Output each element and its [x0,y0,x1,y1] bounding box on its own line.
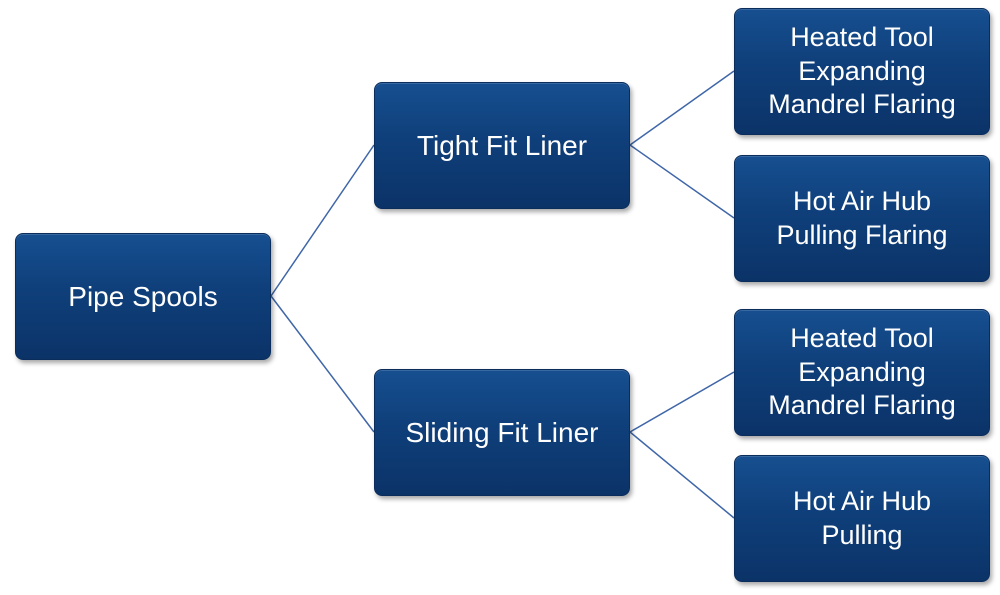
connector-root-to-sliding-fit [270,295,375,433]
leaf-node-label-line: Mandrel Flaring [768,390,956,421]
connector-root-to-tight-fit [270,144,375,297]
leaf-node-heated-tool-sliding: Heated Tool Expanding Mandrel Flaring [734,309,990,436]
leaf-node-label-line: Expanding [798,356,926,387]
leaf-node-label-line: Hot Air Hub [792,485,932,516]
leaf-node-hot-air-hub-sliding: Hot Air Hub Pulling [734,455,990,582]
branch-node-sliding-fit-liner: Sliding Fit Liner [374,369,630,496]
leaf-node-label-line: Mandrel Flaring [768,89,956,120]
leaf-node-label-line: Heated Tool [790,322,934,353]
root-node-label: Pipe Spools [68,281,218,312]
leaf-node-label-line: Pulling Flaring [776,219,948,250]
connector-tight-fit-to-leaf-1 [629,70,735,146]
leaf-node-label-line: Expanding [798,55,926,86]
connector-sliding-fit-to-leaf-4 [629,431,735,519]
leaf-node-label-line: Heated Tool [790,21,934,52]
branch-node-label: Tight Fit Liner [416,130,588,161]
leaf-node-label-line: Pulling [821,519,903,550]
connector-sliding-fit-to-leaf-3 [629,371,735,433]
leaf-node-label-line: Hot Air Hub [792,185,932,216]
leaf-node-heated-tool-tight: Heated Tool Expanding Mandrel Flaring [734,8,990,135]
root-node-pipe-spools: Pipe Spools [15,233,271,360]
connector-tight-fit-to-leaf-2 [629,144,735,219]
branch-node-tight-fit-liner: Tight Fit Liner [374,82,630,209]
leaf-node-hot-air-hub-tight: Hot Air Hub Pulling Flaring [734,155,990,282]
branch-node-label: Sliding Fit Liner [405,417,599,448]
